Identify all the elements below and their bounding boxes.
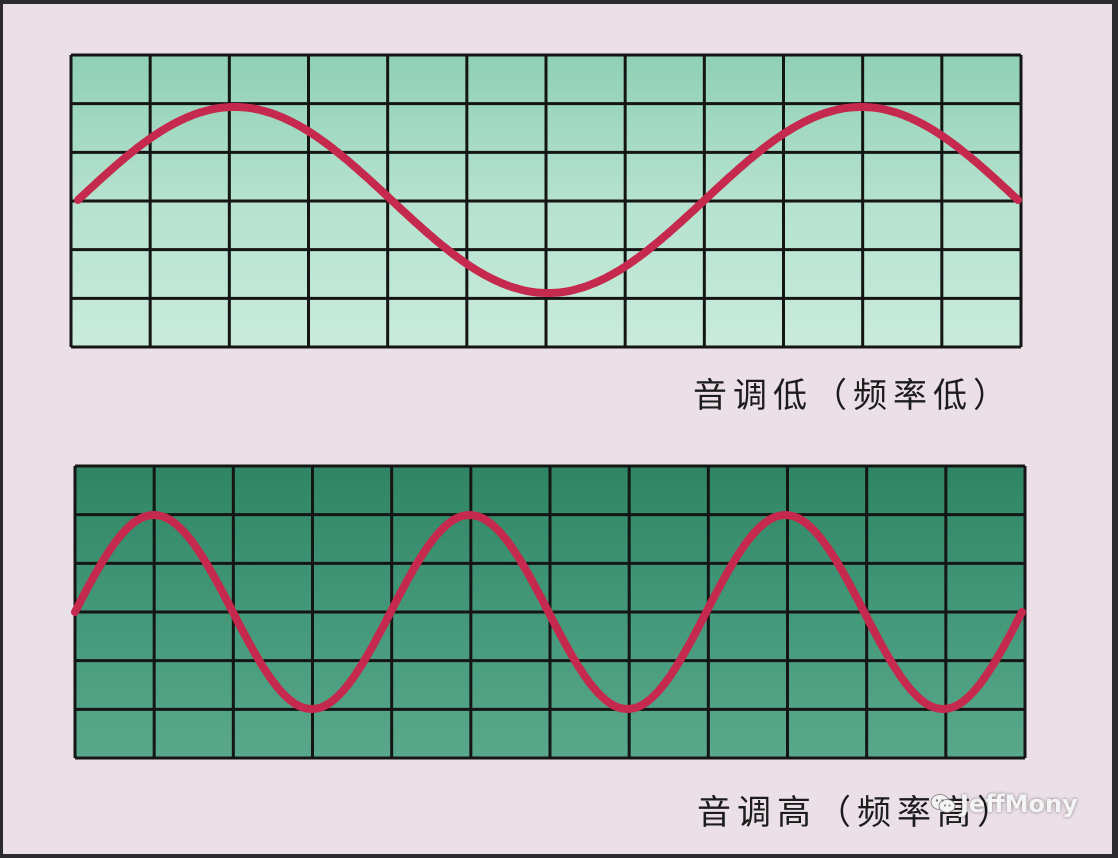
panel-low-wave: [74, 103, 1022, 297]
watermark-text: JeffMony: [960, 790, 1078, 818]
wechat-icon: [930, 793, 956, 815]
panel-low: [69, 53, 1023, 349]
watermark: JeffMony: [930, 790, 1078, 818]
panel-high: [71, 464, 1027, 760]
caption-high-pitch: 音调高（频率高）: [697, 793, 1017, 833]
caption-low-pitch: 音调低（频率低）: [693, 376, 1013, 416]
panel-high-wave: [71, 510, 1026, 714]
